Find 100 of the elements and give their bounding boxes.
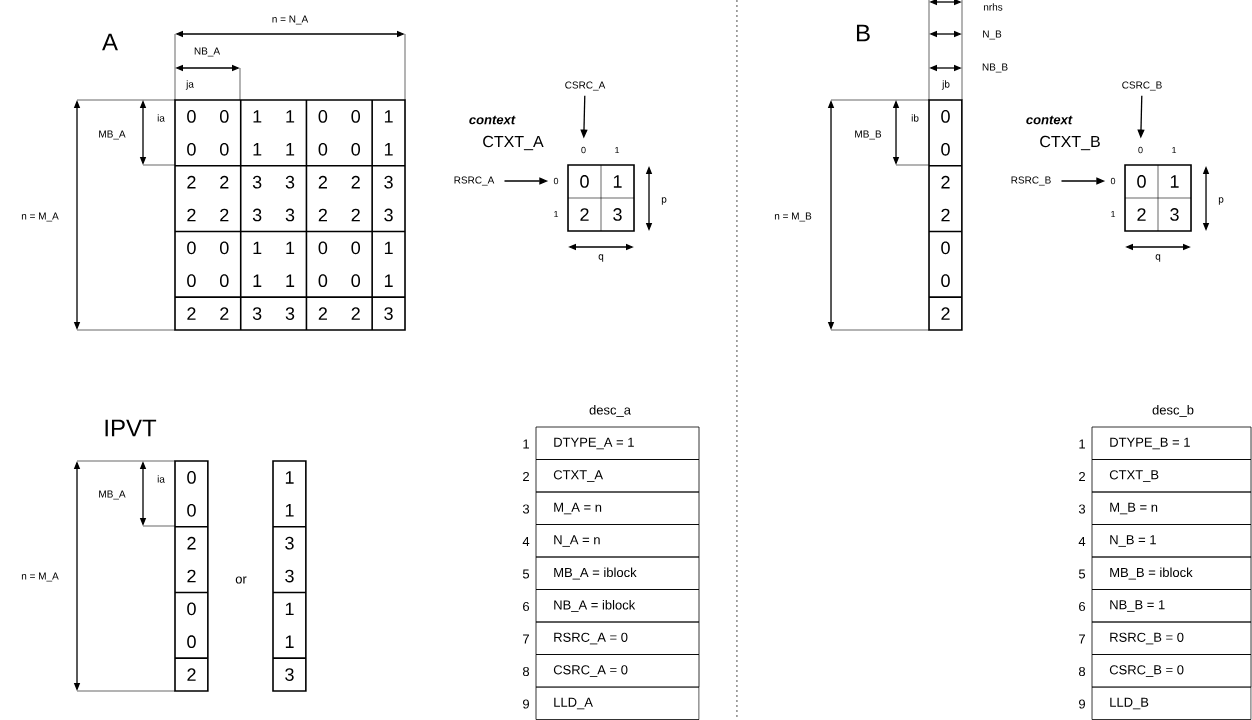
dimension-label: q: [598, 254, 604, 262]
matrix-entry: 1: [384, 110, 393, 123]
matrix-entry: 3: [384, 307, 393, 320]
matrix-entry: 0: [220, 142, 229, 156]
index-label: ia: [157, 114, 165, 122]
matrix-entry: 0: [318, 110, 328, 123]
matrix-entry: 1: [253, 110, 262, 123]
row-number: 7: [523, 634, 529, 644]
matrix-entry: 1: [286, 110, 295, 123]
index-label: ia: [157, 475, 165, 483]
grid-entry: 0: [580, 175, 589, 188]
vector-entry: 1: [285, 635, 294, 648]
matrix-entry: 0: [187, 142, 196, 156]
matrix-entry: 0: [187, 274, 196, 288]
grid-entry: 2: [580, 208, 589, 221]
table-cell: N_A = n: [535, 524, 700, 558]
row-number: 9: [1079, 699, 1085, 709]
dimension-label: N_B: [983, 30, 1002, 40]
matrix-entry: 1: [384, 241, 393, 255]
row-number: 7: [1079, 634, 1085, 644]
matrix-entry: 2: [318, 208, 327, 222]
matrix-entry: 2: [941, 208, 950, 222]
matrix-entry: 0: [220, 274, 229, 288]
dimension-label: MB_A: [99, 490, 126, 500]
column-index: 0: [1138, 146, 1143, 154]
vector-entry: 1: [285, 602, 294, 616]
table-cell: M_A = n: [535, 491, 700, 525]
dimension-label: p: [1218, 197, 1224, 205]
row-number: 6: [1079, 601, 1086, 612]
vector-entry: 1: [285, 471, 294, 484]
context-name: CTXT_B: [1040, 135, 1100, 151]
dimension-label: NB_B: [982, 63, 1008, 73]
vector-entry: 0: [187, 471, 196, 484]
matrix-entry: 0: [941, 142, 950, 156]
dimension-label: p: [661, 197, 667, 205]
grid-entry: 2: [1137, 208, 1146, 221]
table-cell: RSRC_B = 0: [1091, 621, 1252, 655]
matrix-entry: 2: [351, 307, 360, 320]
source-label: RSRC_B: [1011, 176, 1051, 186]
matrix-entry: 0: [351, 110, 361, 123]
matrix-entry: 0: [187, 110, 196, 123]
matrix-entry: 0: [318, 241, 328, 255]
grid-entry: 0: [1137, 175, 1146, 188]
dimension-label: q: [1155, 254, 1161, 262]
matrix-entry: 3: [384, 175, 393, 189]
matrix-entry: 2: [220, 307, 229, 320]
matrix-entry: 0: [351, 241, 361, 255]
matrix-entry: 1: [384, 143, 393, 156]
index-label: ja: [185, 80, 194, 90]
matrix-entry: 3: [252, 175, 262, 189]
row-number: 2: [523, 471, 529, 482]
table-cell: LLD_B: [1091, 686, 1252, 720]
row-number: 1: [1079, 439, 1085, 449]
dimension-label: MB_A: [99, 130, 126, 140]
matrix-entry: 1: [253, 241, 262, 255]
matrix-entry: 2: [318, 175, 327, 189]
dimension-label: NB_A: [194, 47, 221, 57]
row-index: 0: [1110, 177, 1116, 185]
dimension-label: n = M_B: [774, 212, 812, 222]
matrix-entry: 0: [220, 110, 229, 123]
column-index: 1: [615, 146, 620, 154]
source-label: CSRC_B: [1122, 81, 1162, 91]
row-number: 9: [523, 699, 529, 709]
table-cell: CSRC_B = 0: [1091, 654, 1252, 688]
vector-entry: 0: [187, 503, 196, 517]
table-cell: MB_B = iblock: [1091, 556, 1252, 590]
matrix-entry: 3: [252, 208, 262, 222]
row-number: 4: [1078, 537, 1086, 546]
row-number: 5: [522, 569, 530, 579]
row-number: 3: [522, 504, 530, 514]
row-number: 2: [1079, 471, 1085, 482]
matrix-entry: 3: [252, 307, 262, 320]
vector-entry: 2: [187, 569, 196, 583]
vector-entry: 3: [285, 668, 294, 681]
matrix-entry: 2: [351, 208, 360, 222]
context-label: context: [469, 115, 516, 125]
row-index: 0: [553, 177, 559, 185]
vector-entry: 2: [187, 668, 196, 681]
matrix-entry: 0: [187, 241, 196, 255]
table-cell: DTYPE_B = 1: [1091, 426, 1252, 460]
matrix-entry: 0: [941, 241, 950, 255]
dimension-label: n = N_A: [272, 15, 309, 25]
index-label: ib: [911, 114, 919, 122]
row-index: 1: [1111, 210, 1116, 218]
column-index: 1: [1172, 146, 1177, 154]
panel-title: B: [857, 24, 870, 42]
table-title: desc_a: [589, 405, 631, 417]
matrix-entry: 0: [351, 274, 361, 288]
matrix-entry: 1: [286, 274, 295, 287]
matrix-entry: 1: [253, 143, 262, 156]
vector-entry: 1: [285, 504, 294, 517]
matrix-entry: 0: [351, 142, 361, 156]
matrix-entry: 1: [253, 274, 262, 287]
matrix-entry: 2: [187, 175, 196, 189]
matrix-entry: 3: [285, 208, 295, 222]
table-cell: MB_A = iblock: [535, 556, 700, 590]
grid-entry: 3: [1170, 208, 1179, 221]
panel-title: A: [102, 33, 118, 51]
matrix-entry: 2: [187, 208, 196, 222]
matrix-entry: 2: [351, 175, 360, 189]
